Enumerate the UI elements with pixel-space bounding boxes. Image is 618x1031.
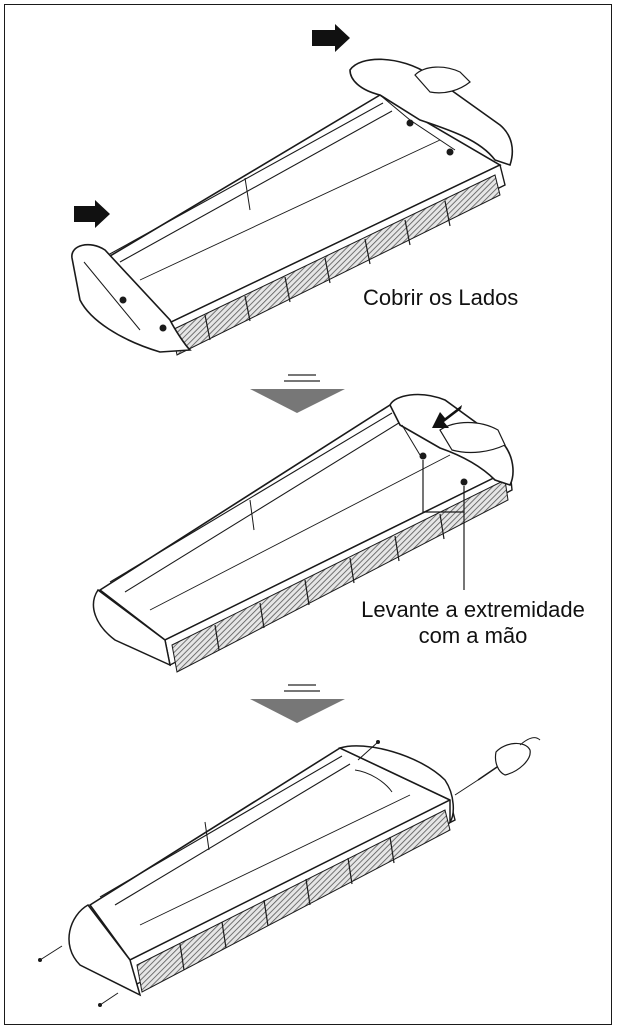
hand-icon: [414, 66, 471, 94]
screwdriver-icon: [477, 737, 541, 781]
screw-icon: [454, 779, 479, 796]
filter-band-2: [171, 479, 509, 673]
push-arrow-icon: [312, 24, 350, 52]
screw-icon: [357, 741, 379, 761]
screw-icon: [39, 945, 63, 961]
unit-step-2: [92, 393, 514, 673]
push-arrow-icon: [74, 200, 110, 228]
filter-band-3: [136, 809, 451, 993]
label-lift-end-line1: Levante a extremidade: [361, 597, 585, 622]
push-arrow-icon: [432, 405, 462, 428]
label-lift-end-line2: com a mão: [418, 623, 528, 648]
side-cover-left: [71, 243, 192, 353]
label-lift-end: Levante a extremidade com a mão: [328, 597, 618, 649]
screw-icon: [99, 992, 119, 1006]
step-down-arrow-icon: [250, 684, 345, 723]
step-down-arrow-icon: [250, 374, 345, 413]
unit-step-3: [38, 737, 541, 1007]
label-cover-sides: Cobrir os Lados: [363, 285, 519, 310]
hand-icon: [439, 421, 506, 454]
unit-step-1: [71, 24, 514, 356]
side-cover-right: [349, 58, 514, 167]
